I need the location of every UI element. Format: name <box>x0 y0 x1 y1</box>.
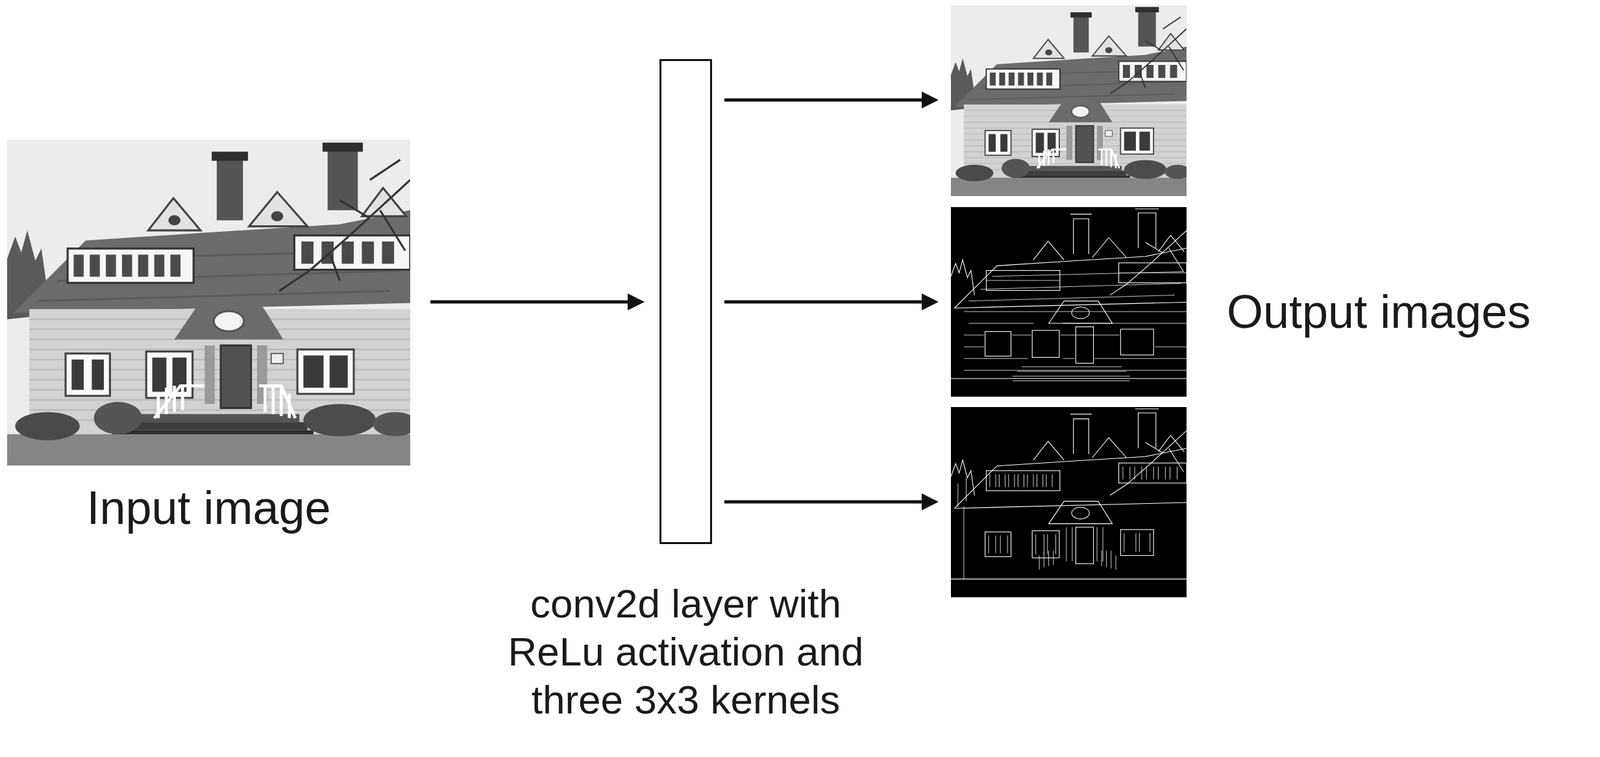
flow-arrow <box>430 293 645 311</box>
edge-map-vertical <box>950 406 1187 598</box>
node-label: Output images <box>1226 283 1531 340</box>
flow-arrow <box>724 293 939 311</box>
output-photo <box>950 5 1187 197</box>
input-image-frame: Input image <box>7 139 411 466</box>
flow-arrow <box>724 493 939 511</box>
node-label: Input image <box>86 479 331 536</box>
output-images-group: Output images <box>944 0 1594 604</box>
node-label: conv2d layer with ReLu activation and th… <box>480 579 891 724</box>
input-photo <box>7 139 411 466</box>
conv-layer-box: conv2d layer with ReLu activation and th… <box>659 59 713 544</box>
edge-map-horizontal <box>950 207 1187 397</box>
flow-arrow <box>724 91 939 109</box>
